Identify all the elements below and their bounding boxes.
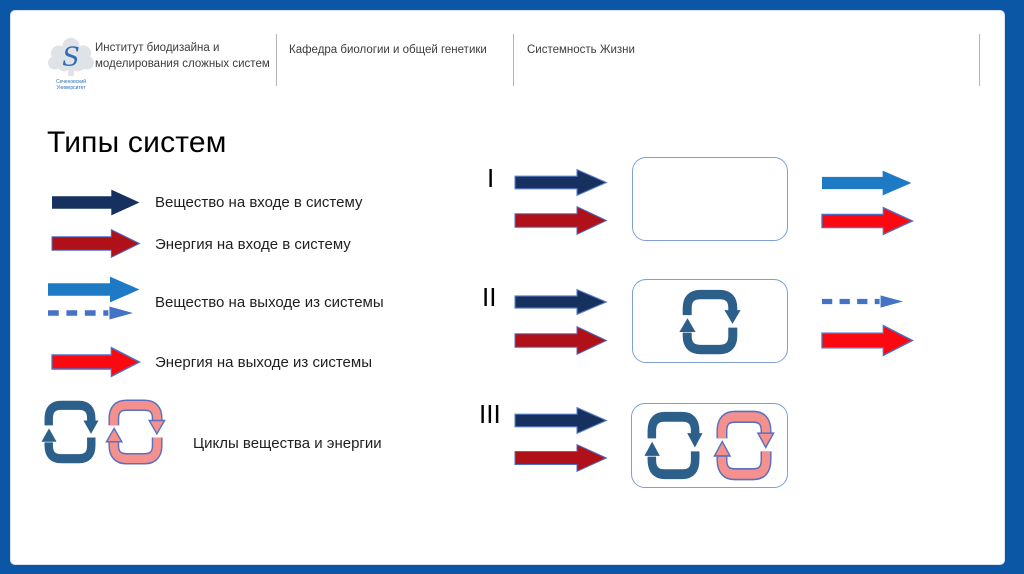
legend-matter-out-solid-arrow-icon	[48, 276, 140, 303]
legend-label-energy-out: Энергия на выходе из системы	[155, 354, 372, 371]
legend-energy-in-arrow-icon	[51, 228, 141, 259]
system-1-energy-out-arrow-icon	[821, 206, 915, 236]
logo-caption-line2: Университет	[56, 85, 86, 91]
logo-caption: Сеченовский Университет	[44, 79, 98, 91]
system-2-energy-in-arrow-icon	[514, 325, 608, 356]
legend-label-energy-in: Энергия на входе в систему	[155, 236, 351, 253]
slide-content-panel	[10, 10, 1005, 565]
system-3-matter-in-arrow-icon	[514, 406, 608, 435]
legend-energy-cycle-icon	[105, 398, 166, 466]
system-2-matter-out-dashed-arrow-icon	[822, 294, 904, 309]
system-1-energy-in-arrow-icon	[514, 205, 608, 236]
system-1-numeral: I	[487, 163, 495, 193]
system-2-matter-cycle-icon	[679, 287, 741, 357]
header-divider-2	[513, 34, 514, 86]
legend-matter-cycle-icon	[41, 398, 99, 466]
legend-matter-out-dashed-arrow-icon	[48, 305, 134, 321]
legend-label-matter-out: Вещество на выходе из системы	[155, 294, 384, 311]
university-logo-icon: S	[44, 36, 98, 78]
system-3-energy-cycle-icon	[713, 409, 775, 482]
system-3-energy-in-arrow-icon	[514, 443, 608, 473]
system-2-numeral: II	[482, 282, 497, 312]
legend-energy-out-arrow-icon	[51, 346, 141, 378]
system-1-matter-in-arrow-icon	[514, 168, 608, 197]
logo-initial: S	[62, 43, 80, 73]
department-name: Кафедра биологии и общей генетики	[289, 44, 487, 56]
legend-matter-in-arrow-icon	[52, 189, 140, 216]
course-name: Системность Жизни	[527, 44, 635, 56]
logo-caption-line1: Сеченовский	[55, 79, 87, 85]
institute-name: Институт биодизайна и моделирования слож…	[95, 41, 270, 72]
system-2-matter-in-arrow-icon	[514, 288, 608, 316]
institute-name-line2: моделирования сложных систем	[95, 57, 270, 70]
system-3-numeral: III	[479, 399, 501, 429]
header-divider-1	[276, 34, 277, 86]
institute-name-line1: Институт биодизайна и	[95, 42, 220, 54]
system-3-matter-cycle-icon	[644, 409, 703, 482]
page-title: Типы систем	[47, 126, 227, 159]
system-2-energy-out-arrow-icon	[821, 324, 915, 357]
system-1-matter-out-arrow-icon	[822, 170, 912, 196]
legend-label-matter-in: Вещество на входе в систему	[155, 194, 363, 211]
system-1-box	[632, 157, 788, 241]
legend-label-cycles: Циклы вещества и энергии	[193, 435, 382, 452]
header-divider-3	[979, 34, 980, 86]
